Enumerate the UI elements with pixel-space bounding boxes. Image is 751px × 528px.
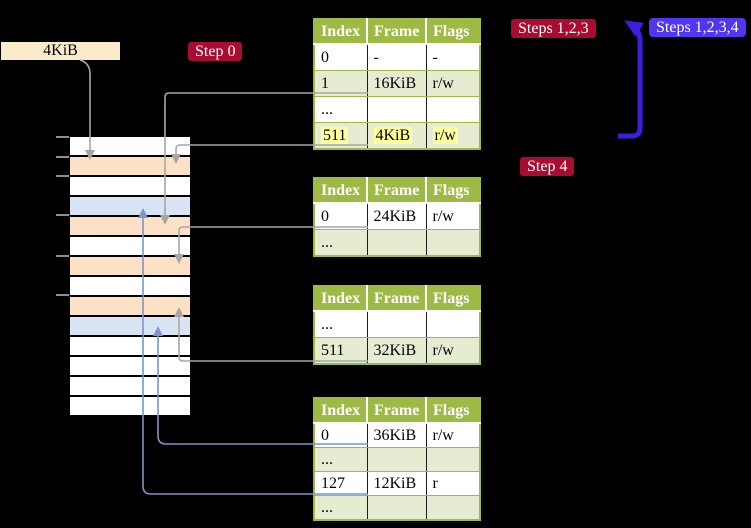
column-header: Index	[314, 398, 368, 424]
column-header: Index	[314, 178, 368, 204]
memory-row-white	[70, 337, 190, 355]
memory-row-blue	[70, 197, 190, 215]
memory-row-white	[70, 277, 190, 295]
column-header: Frame	[367, 19, 427, 45]
table-cell	[426, 229, 480, 257]
memory-row-orange	[70, 157, 190, 175]
memory-row-white	[70, 357, 190, 375]
table-cell: 0	[314, 203, 368, 230]
column-header: Flags	[426, 398, 480, 424]
memory-tick	[56, 156, 69, 158]
table-cell	[426, 447, 480, 472]
memory-tick	[56, 136, 69, 138]
memory-row-white	[70, 397, 190, 415]
table-cell: -	[367, 44, 427, 71]
table-cell: 0	[314, 44, 368, 71]
column-header: Frame	[367, 398, 427, 424]
table-cell: ...	[314, 311, 368, 338]
table-cell	[367, 495, 427, 521]
table-cell: ...	[314, 229, 368, 257]
memory-column	[70, 137, 190, 417]
table-cell: r/w	[426, 203, 480, 230]
table-cell	[426, 96, 480, 123]
memory-row-blue	[70, 317, 190, 335]
table-row: ...	[314, 311, 480, 338]
table-cell	[367, 447, 427, 472]
memory-tick	[56, 214, 69, 216]
table-row: ...	[314, 447, 480, 472]
table-cell: 36KiB	[367, 423, 427, 448]
column-header: Frame	[367, 286, 427, 312]
table-cell	[426, 311, 480, 338]
table-cell: r	[426, 471, 480, 496]
steps-123-badge: Steps 1,2,3	[511, 19, 596, 38]
memory-row-white	[70, 377, 190, 395]
table-cell: -	[426, 44, 480, 71]
table-cell: r/w	[426, 70, 480, 97]
table-cell: 32KiB	[367, 337, 427, 365]
column-header: Flags	[426, 178, 480, 204]
table-cell: r/w	[426, 423, 480, 448]
page-size-label: 4KiB	[1, 42, 120, 60]
memory-row-orange	[70, 297, 190, 315]
table-cell: 1	[314, 70, 368, 97]
table-cell: r/w	[426, 337, 480, 365]
table-cell: 511	[314, 337, 368, 365]
arrow-steps-loop-to-table1	[618, 20, 644, 139]
table-cell: 127	[314, 471, 368, 496]
table-cell: ...	[314, 96, 368, 123]
table-cell	[367, 311, 427, 338]
step4-badge: Step 4	[520, 157, 575, 176]
memory-row-white	[70, 177, 190, 195]
column-header: Flags	[426, 286, 480, 312]
table-cell: 4KiB	[367, 122, 427, 150]
table-row: ...	[314, 96, 480, 123]
column-header: Frame	[367, 178, 427, 204]
memory-tick	[56, 255, 69, 257]
memory-row-white	[70, 237, 190, 255]
table-cell: 511	[314, 122, 368, 150]
memory-tick	[56, 175, 69, 177]
table-cell	[367, 96, 427, 123]
table-cell: 24KiB	[367, 203, 427, 230]
table-cell	[367, 229, 427, 257]
table-cell	[426, 495, 480, 521]
memory-row-orange	[70, 217, 190, 235]
column-header: Flags	[426, 19, 480, 45]
steps-1234-badge: Steps 1,2,3,4	[649, 18, 746, 37]
table-cell: r/w	[426, 122, 480, 150]
step0-badge: Step 0	[188, 42, 243, 61]
table-row: ...	[314, 495, 480, 521]
table-row: 0--	[314, 44, 480, 71]
memory-row-white	[70, 137, 190, 155]
memory-row-orange	[70, 257, 190, 275]
table-cell: 16KiB	[367, 70, 427, 97]
table-cell: 12KiB	[367, 471, 427, 496]
column-header: Index	[314, 19, 368, 45]
memory-tick	[56, 294, 69, 296]
table-cell: ...	[314, 495, 368, 521]
table-cell: 0	[314, 423, 368, 448]
column-header: Index	[314, 286, 368, 312]
table-row: ...	[314, 229, 480, 257]
table-cell: ...	[314, 447, 368, 472]
